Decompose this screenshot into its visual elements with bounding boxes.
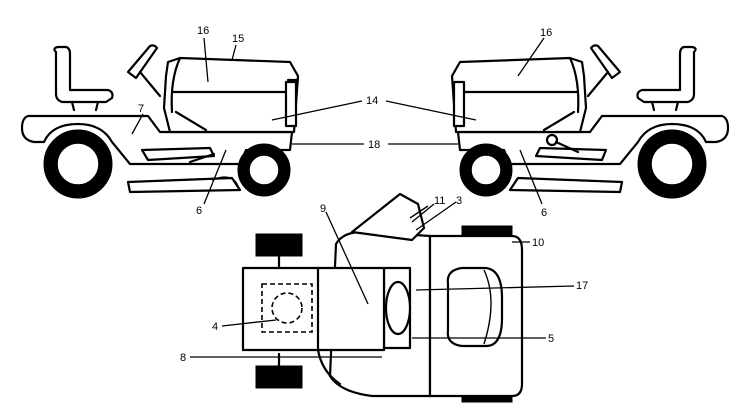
right-grille	[452, 80, 466, 128]
callout-15: 15	[232, 33, 244, 45]
left-seat-post-2	[94, 100, 100, 112]
right-chassis	[456, 114, 730, 166]
top-engine-box	[261, 283, 313, 333]
leader-3	[415, 201, 457, 231]
leader-9	[325, 211, 369, 305]
right-steering-wheel	[589, 44, 622, 80]
left-mower-deck	[126, 176, 242, 194]
right-seat	[636, 45, 697, 104]
callout-9: 9	[320, 203, 326, 215]
leader-4	[221, 319, 277, 327]
leader-11	[411, 203, 435, 223]
right-rear-rim	[650, 142, 694, 186]
left-side-tractor	[20, 44, 300, 199]
left-seat	[53, 45, 114, 104]
left-deck-chute	[211, 176, 239, 187]
right-seat-post	[674, 100, 680, 112]
leader-17	[415, 285, 575, 291]
callout-14: 14	[366, 95, 378, 107]
top-steering-wheel	[384, 280, 412, 336]
top-front-tire-upper	[255, 233, 303, 257]
callout-17: 17	[576, 280, 588, 292]
right-steering-column	[586, 70, 610, 98]
left-steering-column	[138, 70, 162, 98]
left-footrest	[140, 146, 216, 162]
callout-8: 8	[180, 352, 186, 364]
leader-16-left	[203, 37, 209, 83]
right-footrest	[534, 146, 608, 162]
leader-14-left	[271, 100, 363, 121]
leader-16-right	[517, 37, 545, 77]
left-rear-rim	[56, 142, 100, 186]
left-front-rim	[248, 154, 280, 186]
left-steering-wheel	[126, 44, 159, 80]
callout-3: 3	[456, 195, 462, 207]
callout-16-left: 16	[197, 25, 209, 37]
callout-7: 7	[138, 103, 144, 115]
left-panel-line	[174, 110, 208, 132]
leader-lines	[131, 37, 575, 358]
right-panel-line	[542, 110, 576, 132]
callout-4: 4	[212, 321, 218, 333]
left-hood	[162, 56, 300, 134]
leader-6-right	[519, 149, 543, 205]
callout-10: 10	[532, 237, 544, 249]
right-hood-edge	[568, 56, 580, 114]
callout-6-left: 6	[196, 205, 202, 217]
right-lever-knob	[545, 133, 559, 147]
callout-6-right: 6	[541, 207, 547, 219]
callout-5: 5	[548, 333, 554, 345]
top-view-tractor	[241, 192, 524, 403]
top-hood	[241, 266, 386, 352]
right-front-rim	[470, 154, 502, 186]
callout-18: 18	[368, 139, 380, 151]
top-discharge-chute	[350, 192, 426, 242]
leader-14-right	[385, 100, 477, 121]
callout-11: 11	[434, 195, 445, 207]
left-lever	[188, 152, 216, 164]
top-front-tire-lower	[255, 365, 303, 389]
left-hood-edge	[170, 56, 182, 114]
left-seat-post	[70, 100, 76, 112]
top-chute-line	[409, 205, 429, 219]
right-side-tractor	[450, 44, 730, 199]
leader-6-left	[203, 149, 227, 205]
right-hood	[450, 56, 588, 134]
top-seat	[446, 266, 504, 348]
top-engine-circle	[271, 292, 303, 324]
top-seat-back	[483, 269, 492, 345]
callout-labels: 16 15 7 14 18 6 16 6 9 11 3 10 17 5 4 8	[138, 25, 588, 364]
right-seat-post-2	[650, 100, 656, 112]
leader-7	[131, 113, 144, 135]
right-mower-deck	[508, 176, 624, 194]
callout-16-right: 16	[540, 27, 552, 39]
right-lever	[554, 140, 580, 154]
top-deck-curve	[316, 348, 342, 386]
left-grille	[284, 80, 298, 128]
leader-15	[231, 44, 237, 61]
